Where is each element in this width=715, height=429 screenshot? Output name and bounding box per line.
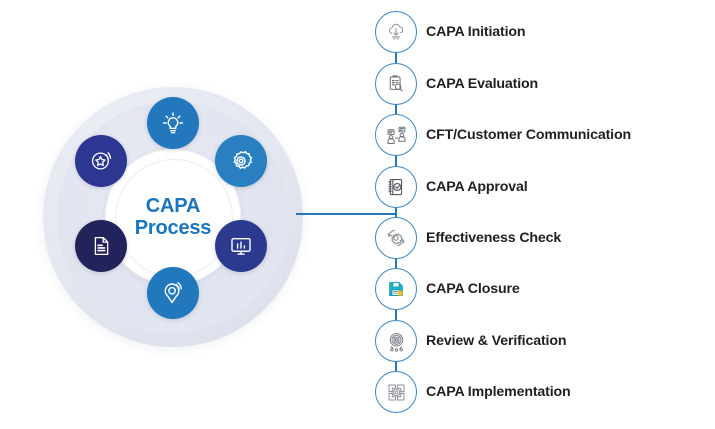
hub-node-analytics-monitor[interactable]: [215, 220, 267, 272]
star-badge-icon: [86, 146, 116, 176]
lightbulb-icon: [158, 108, 188, 138]
spine-segment: [395, 52, 397, 63]
hub-node-idea-lightbulb[interactable]: [147, 97, 199, 149]
hub-node-document-file[interactable]: [75, 220, 127, 272]
step-icon-circle: [375, 166, 417, 208]
step-label: CAPA Evaluation: [426, 76, 539, 92]
step-icon-circle: [375, 11, 417, 53]
step-icon-circle: [375, 114, 417, 156]
monitor-chart-icon: [226, 231, 256, 261]
spine-segment: [395, 360, 397, 371]
people-communication-icon: [384, 123, 409, 148]
step-label: CAPA Closure: [426, 281, 520, 297]
hub-to-list-connector: [296, 213, 396, 215]
spine-segment: [395, 103, 397, 114]
hub-node-quality-star[interactable]: [75, 135, 127, 187]
clipboard-search-icon: [384, 72, 408, 96]
step-label: Review & Verification: [426, 333, 567, 349]
spine-segment: [395, 155, 397, 166]
gear-icon: [226, 146, 256, 176]
spine-segment: [395, 309, 397, 320]
step-icon-circle: [375, 320, 417, 362]
step-icon-circle: [375, 63, 417, 105]
step-item[interactable]: CAPA Closure: [375, 268, 705, 310]
step-label: CFT/Customer Communication: [426, 127, 631, 143]
step-label: CAPA Initiation: [426, 24, 526, 40]
step-label: CAPA Approval: [426, 179, 528, 195]
hub-title: CAPA Process: [134, 194, 212, 239]
implementation-gear-icon: [384, 380, 409, 405]
step-label: Effectiveness Check: [426, 230, 562, 246]
step-item[interactable]: Effectiveness Check: [375, 217, 705, 259]
step-label: CAPA Implementation: [426, 384, 571, 400]
location-pin-icon: [158, 278, 188, 308]
step-item[interactable]: CAPA Evaluation: [375, 63, 705, 105]
step-item[interactable]: CAPA Initiation: [375, 11, 705, 53]
document-icon: [87, 232, 115, 260]
step-icon-circle: [375, 217, 417, 259]
step-item[interactable]: Review & Verification: [375, 320, 705, 362]
save-disk-icon: [384, 277, 408, 301]
spine-segment: [395, 206, 397, 217]
step-icon-circle: [375, 268, 417, 310]
notebook-check-icon: [384, 175, 408, 199]
step-item[interactable]: CAPA Approval: [375, 166, 705, 208]
hub-node-location-pin[interactable]: [147, 267, 199, 319]
cloud-upload-icon: [384, 20, 408, 44]
spine-segment: [395, 257, 397, 268]
hub-node-settings-gear[interactable]: [215, 135, 267, 187]
gear-refresh-icon: [383, 225, 409, 251]
step-item[interactable]: CFT/Customer Communication: [375, 114, 705, 156]
review-seal-icon: [384, 329, 409, 354]
step-icon-circle: [375, 371, 417, 413]
step-item[interactable]: CAPA Implementation: [375, 371, 705, 413]
